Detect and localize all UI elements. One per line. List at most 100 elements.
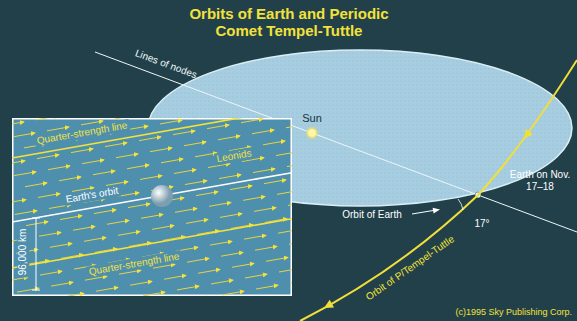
- meteor-stream: [164, 275, 186, 279]
- meteor-stream: [12, 200, 26, 204]
- scale-bar: [32, 218, 40, 290]
- meteor-stream: [139, 137, 161, 141]
- meteor-stream: [276, 152, 292, 156]
- meteor-stream: [177, 286, 199, 290]
- meteor-stream: [116, 154, 138, 158]
- meteor-stream: [219, 175, 241, 179]
- meteor-stream: [221, 252, 243, 256]
- meteor-stream: [93, 171, 115, 175]
- meteor-stream: [141, 214, 163, 218]
- sun-symbol: [309, 130, 315, 136]
- inset-border: [13, 119, 292, 296]
- meteor-stream: [230, 186, 252, 190]
- meteor-stream: [232, 263, 254, 267]
- meteor-stream: [245, 274, 267, 278]
- meteor-stream: [290, 279, 292, 283]
- meteor-stream: [288, 202, 292, 206]
- meteor-stream: [49, 205, 71, 209]
- meteor-stream: [286, 124, 292, 128]
- meteor-stream: [287, 163, 292, 167]
- earth-orbit-line: [12, 173, 292, 222]
- sun-label: Sun: [302, 112, 322, 125]
- meteor-stream: [94, 210, 116, 214]
- meteor-stream: [263, 141, 285, 145]
- meteor-stream: [198, 269, 220, 273]
- copyright-note: (c)1995 Sky Publishing Corp.: [455, 307, 572, 317]
- earth-symbol: [151, 185, 173, 207]
- meteor-stream: [264, 180, 286, 184]
- inset-panel: Quarter-strength lineLeonidsEarth's orbi…: [12, 118, 292, 296]
- meteor-stream: [36, 118, 58, 120]
- meteor-stream: [38, 194, 60, 198]
- orbit-label: Orbit of Earth: [342, 209, 401, 221]
- meteor-stream: [127, 165, 149, 169]
- orbit-direction-arrow: [412, 210, 436, 214]
- meteor-stream: [51, 282, 73, 286]
- comet-arrowhead: [520, 129, 533, 142]
- meteor-stream: [241, 119, 263, 123]
- meteor-stream: [140, 176, 162, 180]
- diagram-title: Orbits of Earth and Periodic Comet Tempe…: [174, 5, 404, 40]
- meteor-stream: [62, 293, 84, 296]
- meteor-stream: [40, 271, 62, 275]
- meteor-stream: [71, 149, 93, 153]
- meteor-stream: [152, 225, 174, 229]
- meteor-stream: [218, 136, 240, 140]
- meteor-stream: [209, 202, 231, 206]
- meteor-stream: [50, 243, 72, 247]
- meteor-stream: [73, 226, 95, 230]
- meteor-stream: [210, 241, 232, 245]
- meteor-stream: [82, 160, 104, 164]
- meteor-stream: [15, 211, 37, 215]
- meteor-stream: [253, 169, 275, 173]
- meteor-stream: [12, 122, 24, 126]
- meteor-stream: [196, 192, 218, 196]
- meteor-stream: [173, 131, 195, 135]
- meteor-stream: [12, 277, 28, 281]
- meteor-stream: [12, 161, 25, 165]
- meteor-stream: [185, 181, 207, 185]
- meteor-stream: [59, 177, 81, 181]
- meteor-stream: [39, 232, 61, 236]
- angle-arc: [458, 199, 463, 210]
- inset-illustration: [12, 118, 292, 296]
- meteor-stream: [84, 237, 106, 241]
- meteor-stream: [207, 125, 229, 129]
- meteor-stream: [107, 220, 129, 224]
- meteor-stream: [14, 172, 36, 176]
- meteor-stream: [255, 246, 277, 250]
- meteor-stream: [37, 155, 59, 159]
- meteor-stream: [48, 166, 70, 170]
- meteor-stream: [243, 196, 265, 200]
- meteor-stream: [187, 258, 209, 262]
- meteor-stream: [174, 170, 196, 174]
- meteor-stream: [244, 235, 266, 239]
- meteor-stream: [128, 204, 150, 208]
- meteor-stream: [184, 142, 206, 146]
- meteor-stream: [222, 291, 244, 295]
- comet-orbit: [300, 60, 577, 321]
- meteor-stream: [277, 190, 292, 194]
- meteor-stream: [130, 281, 152, 285]
- meteor-streams: [12, 118, 292, 296]
- meteor-stream: [278, 229, 292, 233]
- meteor-stream: [175, 208, 197, 212]
- meteor-stream: [161, 159, 183, 163]
- meteor-stream: [254, 208, 276, 212]
- sun-glow: [305, 126, 319, 140]
- angle-label: 17°: [474, 218, 489, 230]
- meteor-stream: [25, 183, 47, 187]
- meteor-stream: [150, 148, 172, 152]
- dimension-label: 96,000 km: [17, 227, 29, 278]
- meteor-stream: [266, 257, 288, 261]
- comet-arrowhead: [322, 300, 334, 312]
- meteor-stream: [289, 240, 292, 244]
- meteor-stream: [256, 285, 278, 289]
- orbit-arrowhead: [433, 207, 441, 214]
- meteor-stream: [26, 222, 48, 226]
- meteor-stream: [105, 143, 127, 147]
- meteor-stream: [96, 287, 118, 291]
- meteor-stream: [186, 220, 208, 224]
